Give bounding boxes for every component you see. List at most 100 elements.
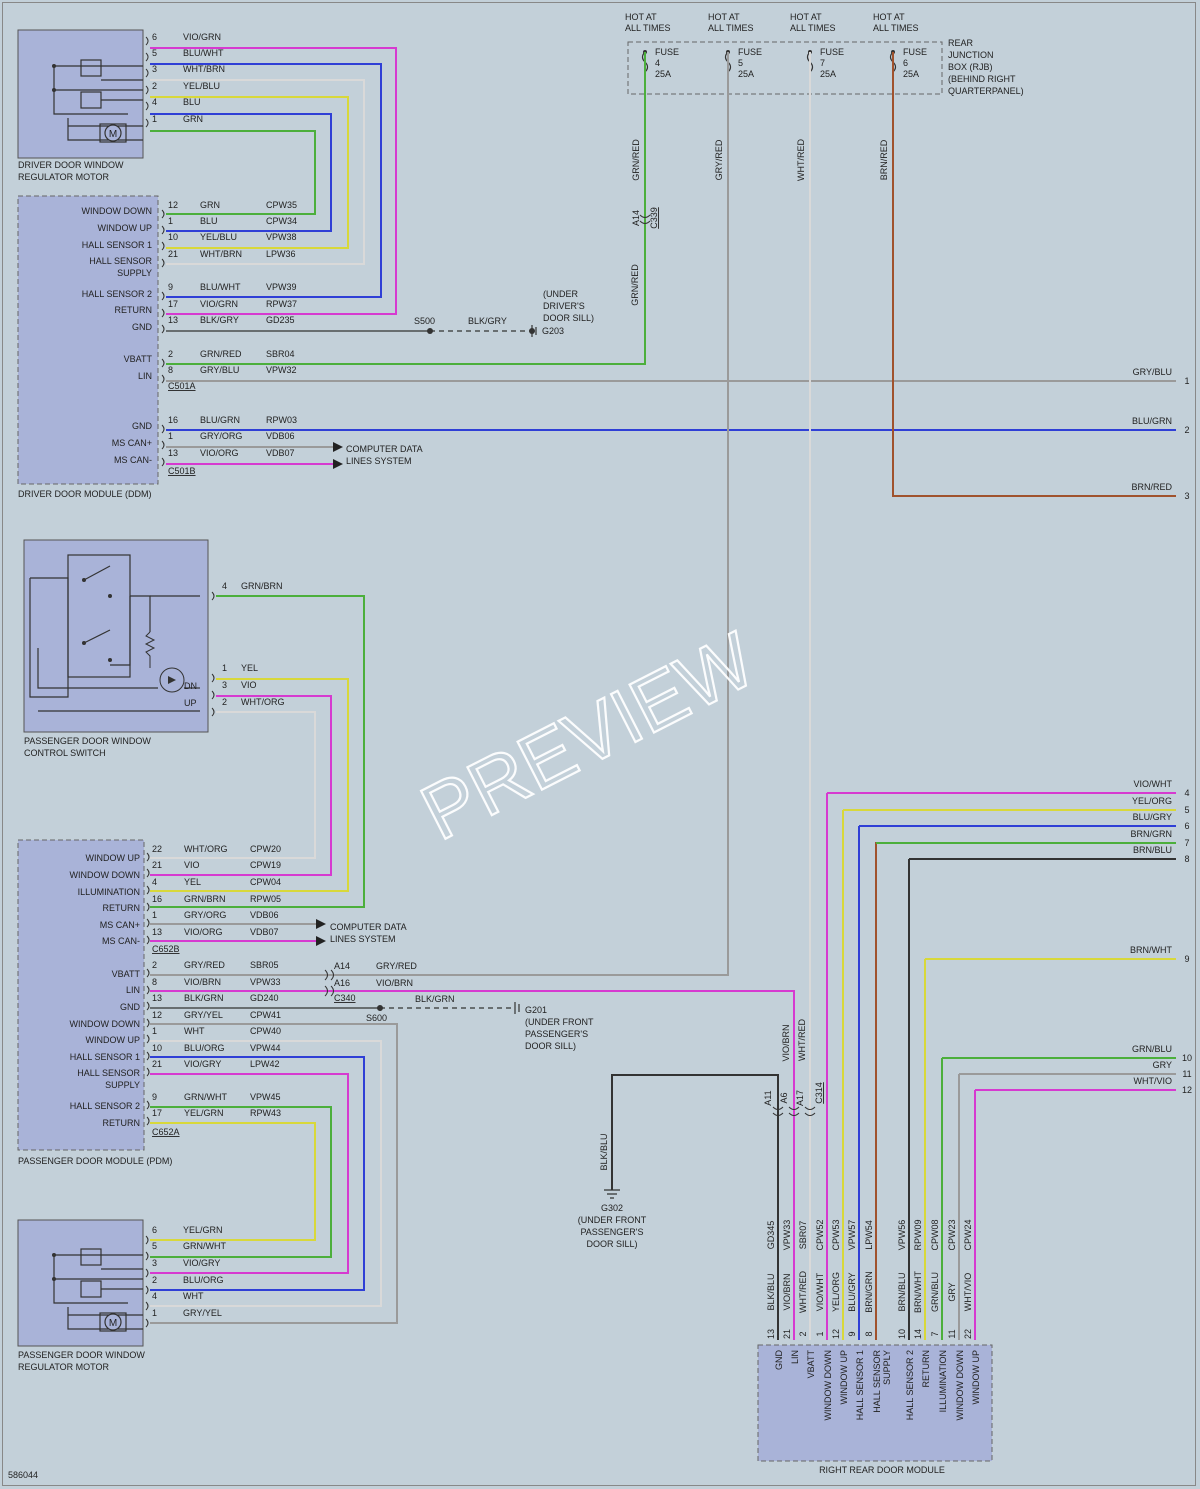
wire-brn-red-right-3: [892, 52, 1176, 497]
rrdm-wire-label-2: WHT/RED: [798, 1271, 808, 1313]
pdm-pin-mark-12: [146, 1067, 150, 1077]
rrdm-label-6: HALL SENSORSUPPLY: [872, 1350, 892, 1413]
pdm-pin-5: 13: [152, 927, 162, 937]
rrdm-label-2: VBATT: [806, 1350, 816, 1379]
ddm-circuit-8: VPW32: [266, 365, 297, 375]
ddm-wire-label-0: GRN: [200, 200, 220, 210]
ddm-circuit-10: VDB06: [266, 431, 295, 441]
pdm-wire-label-3: GRN/BRN: [184, 894, 226, 904]
ddm-connector-b: C501B: [168, 466, 196, 476]
ddm-wire-label-4: BLU/WHT: [200, 282, 241, 292]
right-wire-label-1: BLU/GRN: [1132, 416, 1172, 426]
c314-conn-1: [788, 1106, 800, 1116]
rrdm-wire-label-3: VIO/WHT: [815, 1272, 825, 1311]
rrdm-pin-1: 21: [782, 1329, 792, 1339]
pdm-pin-3: 16: [152, 894, 162, 904]
right-wire-label-2: BRN/RED: [1131, 482, 1172, 492]
pass-motor-motor-m: M: [109, 1318, 117, 1329]
rrdm-circuit-5: VPW57: [847, 1220, 857, 1251]
wire-wht-pm: [150, 1040, 382, 1307]
rrdm-pin-7: 10: [897, 1329, 907, 1339]
driver-motor-l5: [67, 118, 143, 141]
ddm-circuit-3: LPW36: [266, 249, 296, 259]
rrdm-circuit-1: VPW33: [782, 1220, 792, 1251]
pdm-label-0: WINDOW UP: [86, 853, 141, 863]
rrdm-pin-11: 22: [963, 1329, 973, 1339]
rrdm-wire-label-10: GRY: [947, 1282, 957, 1301]
ddm-label-2: HALL SENSOR 1: [82, 240, 152, 250]
ddm-pin-0: 12: [168, 200, 178, 210]
c314-pin-0: A11: [763, 1090, 773, 1105]
rrdm-pin-0: 13: [766, 1329, 776, 1339]
pass-motor-motor-frame: [99, 1312, 127, 1332]
right-wire-label-0: GRY/BLU: [1133, 367, 1172, 377]
pass-switch-pin-1: 1: [222, 663, 227, 673]
driver-motor-wire-label-0: VIO/GRN: [183, 32, 221, 42]
ddm-pin-mark-5: [161, 308, 165, 318]
pdm-wire-label-11: BLU/ORG: [184, 1043, 225, 1053]
rrdm-pin-9: 7: [930, 1331, 940, 1336]
pass-switch-resistor: [144, 631, 156, 668]
pdm-label-13: HALL SENSOR 2: [70, 1101, 140, 1111]
fuse-wire-label-3: BRN/RED: [879, 139, 889, 180]
pass-motor-pin-3: 2: [152, 1275, 157, 1285]
g201-symbol: [514, 1002, 520, 1014]
pass-switch-pin-mark-1: [211, 673, 215, 683]
pdm-circuit-12: LPW42: [250, 1059, 280, 1069]
pass-motor-wire-label-1: GRN/WHT: [183, 1241, 226, 1251]
rrdm-wire-label-6: BRN/GRN: [864, 1271, 874, 1313]
s500-wire-label: BLK/GRY: [468, 316, 507, 326]
pdm-circuit-6: SBR05: [250, 960, 279, 970]
pdm-circuit-13: VPW45: [250, 1092, 281, 1102]
driver-motor-wire-label-1: BLU/WHT: [183, 48, 224, 58]
pdm-label-3: RETURN: [103, 903, 141, 913]
ddm-can-arrow-1: [333, 442, 343, 452]
pdm-wire-label-10: WHT: [184, 1026, 205, 1036]
pass-switch-outer: [29, 577, 69, 698]
rjb-box: [627, 41, 943, 95]
right-wire-num-4: 5: [1184, 805, 1189, 815]
c314-conn-0: [772, 1106, 784, 1116]
pdm-wire-label-14: YEL/GRN: [184, 1108, 224, 1118]
c339-wire-label: GRN/RED: [630, 264, 640, 306]
wire-yel-pdm: [150, 678, 349, 892]
rrdm-wire-label-4: YEL/ORG: [831, 1272, 841, 1312]
rrdm-pin-6: 8: [864, 1331, 874, 1336]
c340-wire-2: VIO/BRN: [376, 978, 413, 988]
pass-switch-dn-line: [37, 648, 158, 689]
pdm-circuit-11: VPW44: [250, 1043, 281, 1053]
pdm-label-14: RETURN: [103, 1118, 141, 1128]
right-wire-num-9: 10: [1182, 1053, 1192, 1063]
pass-motor-pin-5: 1: [152, 1308, 157, 1318]
rrdm-wire-label-8: BRN/WHT: [913, 1271, 923, 1313]
wire-blu-wht-ddm: [150, 63, 382, 298]
ddm-pin-5: 17: [168, 299, 178, 309]
rrdm-wire-label-9: GRN/BLU: [930, 1272, 940, 1312]
driver-motor-wire-label-2: WHT/BRN: [183, 64, 225, 74]
ddm-pin-mark-11: [161, 457, 165, 467]
wire-brn-grn-rrdm: [875, 842, 1176, 1340]
pdm-can-arrow-2: [316, 936, 326, 946]
right-wire-label-10: GRY: [1153, 1060, 1172, 1070]
c340-a16: [324, 985, 334, 997]
c314-conn-2: [804, 1106, 816, 1116]
pdm-label-11: HALL SENSOR 1: [70, 1052, 140, 1062]
pass-motor-dot1: [52, 1277, 56, 1281]
rrdm-label-11: WINDOW UP: [971, 1350, 981, 1405]
pdm-pin-8: 13: [152, 993, 162, 1003]
pass-switch-up-link: [110, 596, 131, 666]
ddm-label-5: RETURN: [115, 305, 153, 315]
driver-motor-pin-2: 3: [152, 64, 157, 74]
pass-motor-pin-mark-4: [145, 1301, 149, 1311]
pdm-label-6: VBATT: [112, 969, 141, 979]
